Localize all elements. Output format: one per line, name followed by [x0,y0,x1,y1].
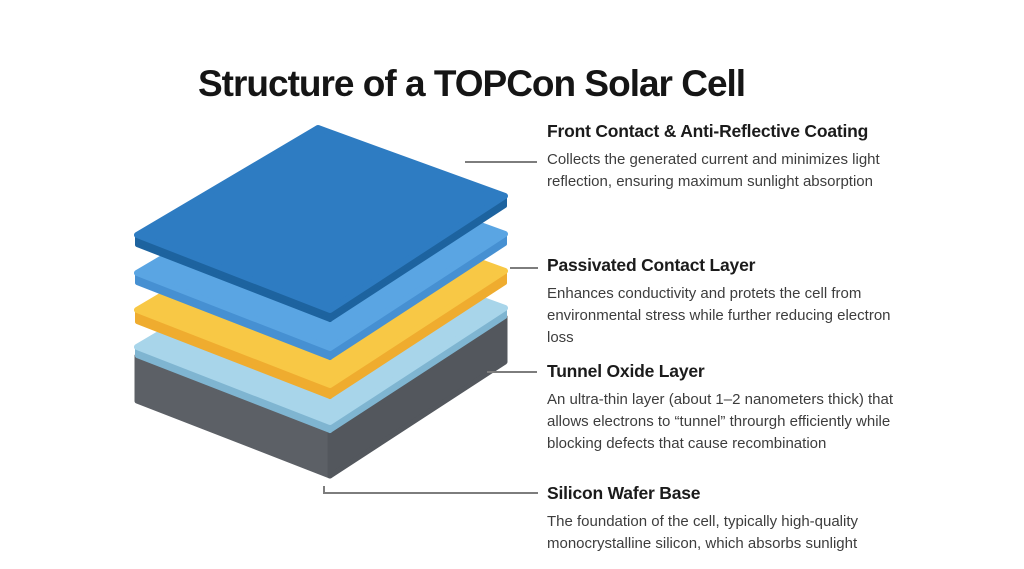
annotation-front-contact: Front Contact & Anti-Reflective Coating … [547,119,919,193]
annotation-silicon-wafer: Silicon Wafer Base The foundation of the… [547,481,919,555]
annotation-body: The foundation of the cell, typically hi… [547,513,859,552]
annotation-title: Passivated Contact Layer [547,255,756,275]
annotation-body: Enhances conductivity and protets the ce… [547,285,891,346]
annotation-tunnel-oxide: Tunnel Oxide Layer An ultra-thin layer (… [547,359,919,455]
annotation-title: Front Contact & Anti-Reflective Coating [547,121,869,141]
leader-line-silicon-wafer [323,486,538,494]
annotation-title: Silicon Wafer Base [547,483,701,503]
annotation-body: Collects the generated current and minim… [547,151,880,190]
annotation-title: Tunnel Oxide Layer [547,361,705,381]
annotation-passivated-contact: Passivated Contact Layer Enhances conduc… [547,253,919,349]
front-contact-layer [134,125,508,322]
page-title: Structure of a TOPCon Solar Cell [198,62,746,104]
annotation-body: An ultra-thin layer (about 1–2 nanometer… [547,391,894,452]
